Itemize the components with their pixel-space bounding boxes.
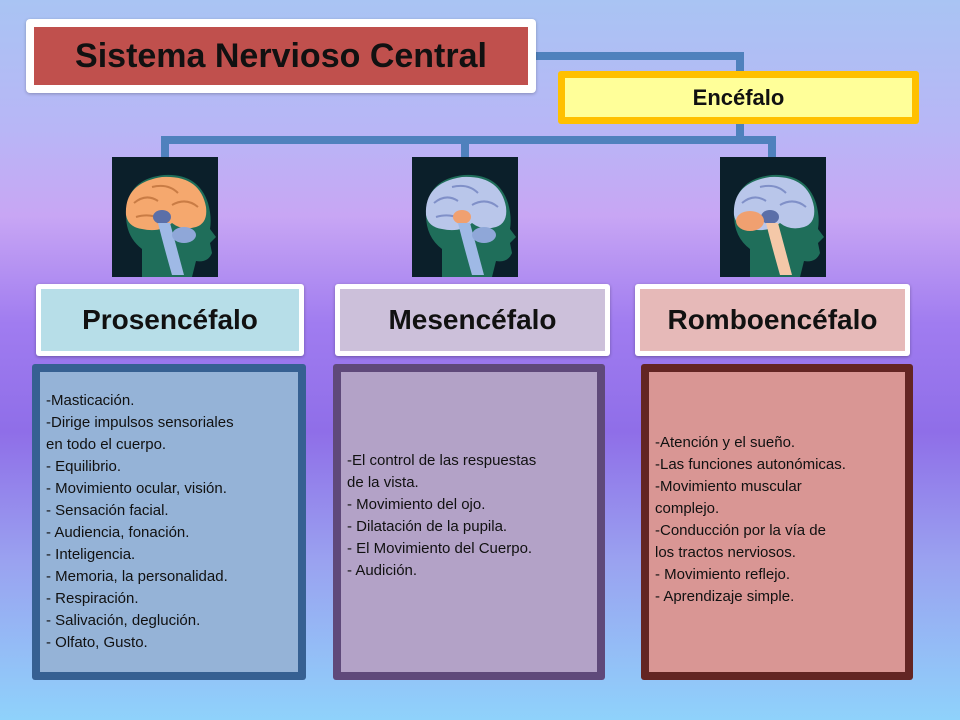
list-item: - El Movimiento del Cuerpo. <box>347 540 533 557</box>
list-item: -Movimiento muscular <box>655 478 802 495</box>
prosencefalo-header: Prosencéfalo <box>36 284 304 356</box>
mesencefalo-header: Mesencéfalo <box>335 284 610 356</box>
list-item: -Atención y el sueño. <box>655 434 796 451</box>
list-item: - Equilibrio. <box>46 458 122 475</box>
mesencefalo-label: Mesencéfalo <box>340 289 605 351</box>
romboencefalo-label: Romboencéfalo <box>640 289 905 351</box>
list-item: - Respiración. <box>46 590 139 607</box>
mesencefalo-description: -El control de las respuestas de la vist… <box>333 364 605 680</box>
title-box: Sistema Nervioso Central <box>26 19 536 93</box>
list-item: - Movimiento del ojo. <box>347 496 486 513</box>
page-title: Sistema Nervioso Central <box>34 27 528 85</box>
list-item: - Audición. <box>347 562 418 579</box>
list-item: los tractos nerviosos. <box>655 544 796 561</box>
list-item: -Dirige impulsos sensoriales <box>46 414 234 431</box>
list-item: en todo el cuerpo. <box>46 436 167 453</box>
encefalo-box: Encéfalo <box>558 71 919 124</box>
list-item: - Olfato, Gusto. <box>46 634 148 651</box>
brain-hindbrain-icon <box>720 157 826 277</box>
encefalo-label: Encéfalo <box>565 78 912 117</box>
list-item: complejo. <box>655 500 720 517</box>
romboencefalo-list: -Atención y el sueño. -Las funciones aut… <box>649 372 905 672</box>
brain-forebrain-icon <box>112 157 218 277</box>
list-item: -Las funciones autonómicas. <box>655 456 846 473</box>
list-item: -Masticación. <box>46 392 135 409</box>
list-item: - Aprendizaje simple. <box>655 588 795 605</box>
list-item: - Memoria, la personalidad. <box>46 568 228 585</box>
list-item: -Conducción por la vía de <box>655 522 826 539</box>
romboencefalo-description: -Atención y el sueño. -Las funciones aut… <box>641 364 913 680</box>
list-item: - Audiencia, fonación. <box>46 524 190 541</box>
list-item: - Dilatación de la pupila. <box>347 518 508 535</box>
list-item: - Sensación facial. <box>46 502 169 519</box>
prosencefalo-list: -Masticación. -Dirige impulsos sensorial… <box>40 372 298 672</box>
list-item: - Inteligencia. <box>46 546 136 563</box>
romboencefalo-header: Romboencéfalo <box>635 284 910 356</box>
list-item: de la vista. <box>347 474 419 491</box>
list-item: -El control de las respuestas <box>347 452 537 469</box>
prosencefalo-description: -Masticación. -Dirige impulsos sensorial… <box>32 364 306 680</box>
mesencefalo-list: -El control de las respuestas de la vist… <box>341 372 597 672</box>
prosencefalo-label: Prosencéfalo <box>41 289 299 351</box>
list-item: - Salivación, deglución. <box>46 612 201 629</box>
list-item: - Movimiento reflejo. <box>655 566 791 583</box>
list-item: - Movimiento ocular, visión. <box>46 480 227 497</box>
brain-midbrain-icon <box>412 157 518 277</box>
